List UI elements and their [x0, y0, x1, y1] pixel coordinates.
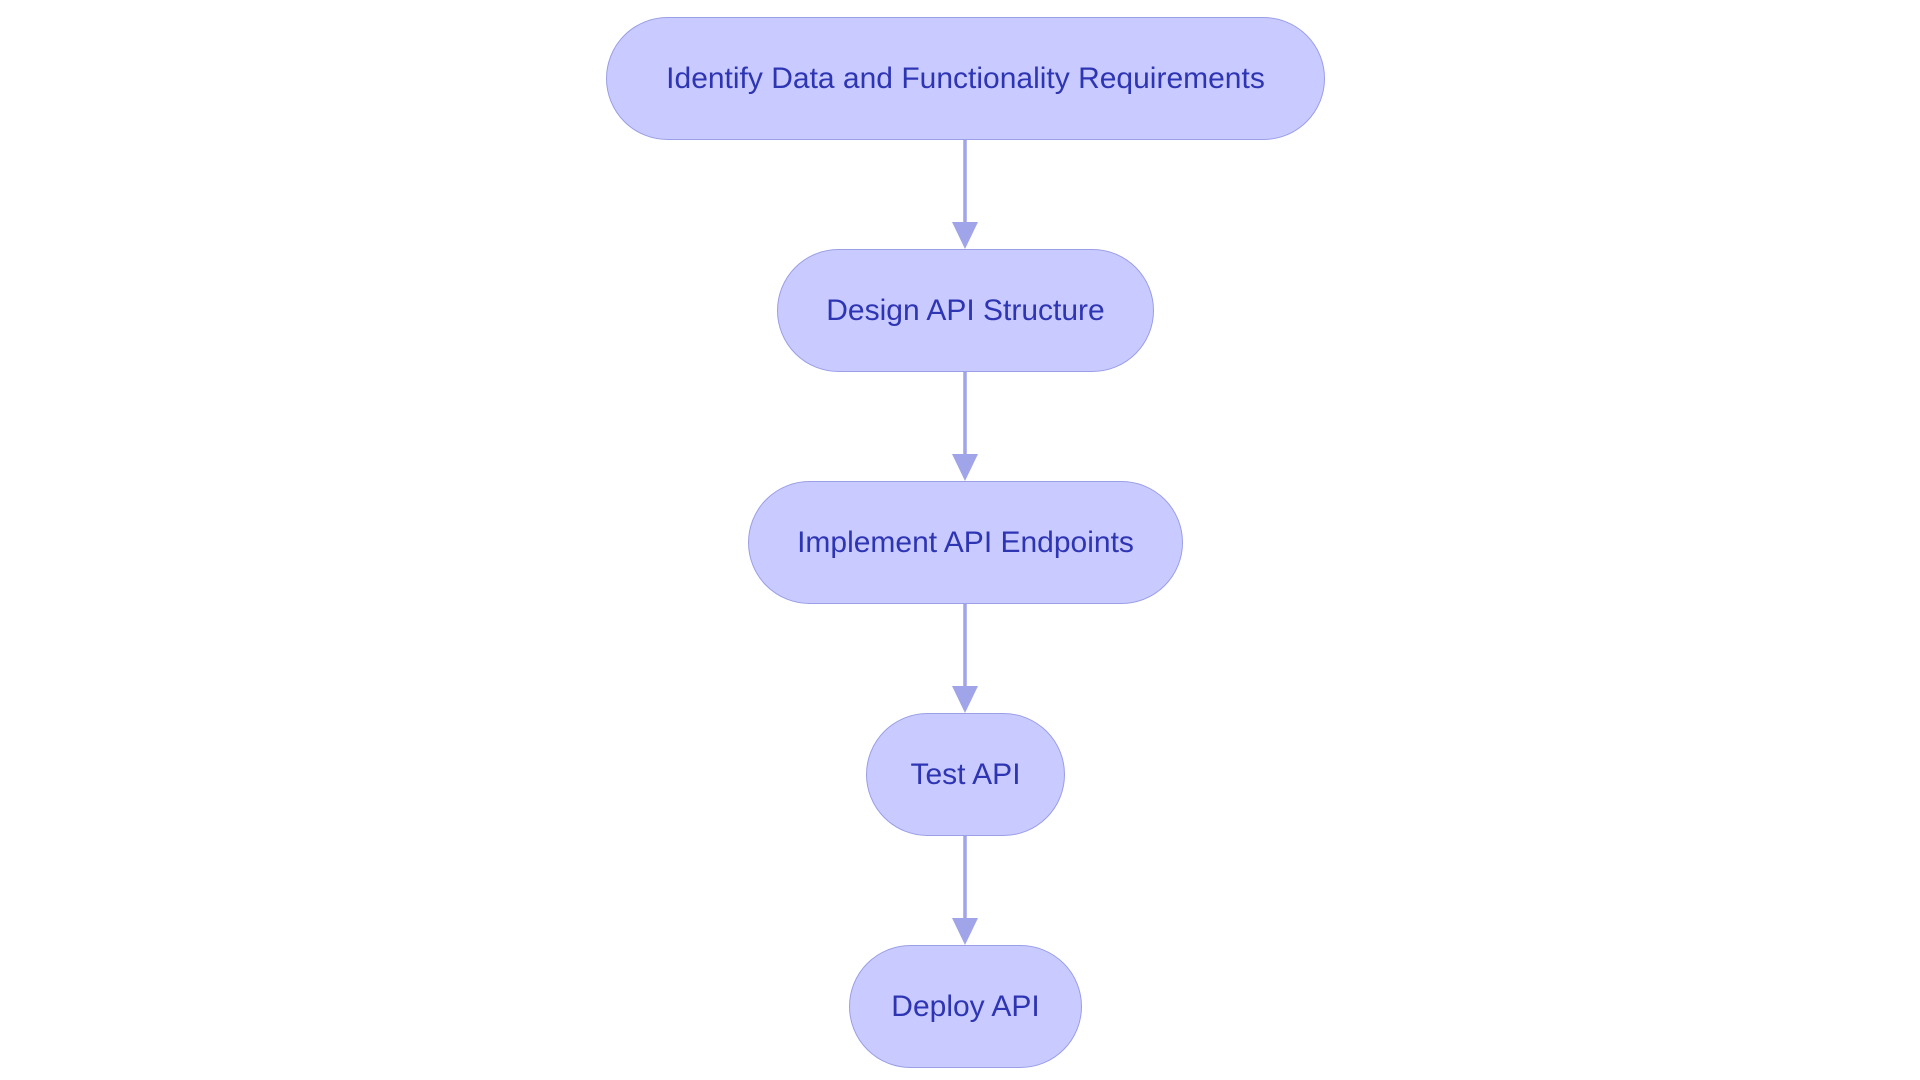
- node-design-api-structure-label: Design API Structure: [826, 293, 1105, 327]
- node-implement-api-endpoints-label: Implement API Endpoints: [797, 525, 1134, 559]
- node-identify-requirements: Identify Data and Functionality Requirem…: [606, 17, 1325, 140]
- node-design-api-structure: Design API Structure: [777, 249, 1154, 372]
- edge-test-to-deploy: [952, 836, 978, 945]
- node-test-api: Test API: [866, 713, 1065, 836]
- edge-implement-to-test-arrowhead: [952, 686, 978, 713]
- edge-design-to-implement: [952, 372, 978, 481]
- node-identify-requirements-label: Identify Data and Functionality Requirem…: [666, 61, 1265, 95]
- node-deploy-api: Deploy API: [849, 945, 1082, 1068]
- node-implement-api-endpoints: Implement API Endpoints: [748, 481, 1183, 604]
- edge-test-to-deploy-arrowhead: [952, 918, 978, 945]
- edge-design-to-implement-arrowhead: [952, 454, 978, 481]
- edge-identify-to-design: [952, 140, 978, 249]
- node-test-api-label: Test API: [910, 757, 1021, 791]
- edge-identify-to-design-arrowhead: [952, 222, 978, 249]
- node-deploy-api-label: Deploy API: [891, 989, 1040, 1023]
- edge-implement-to-test: [952, 604, 978, 713]
